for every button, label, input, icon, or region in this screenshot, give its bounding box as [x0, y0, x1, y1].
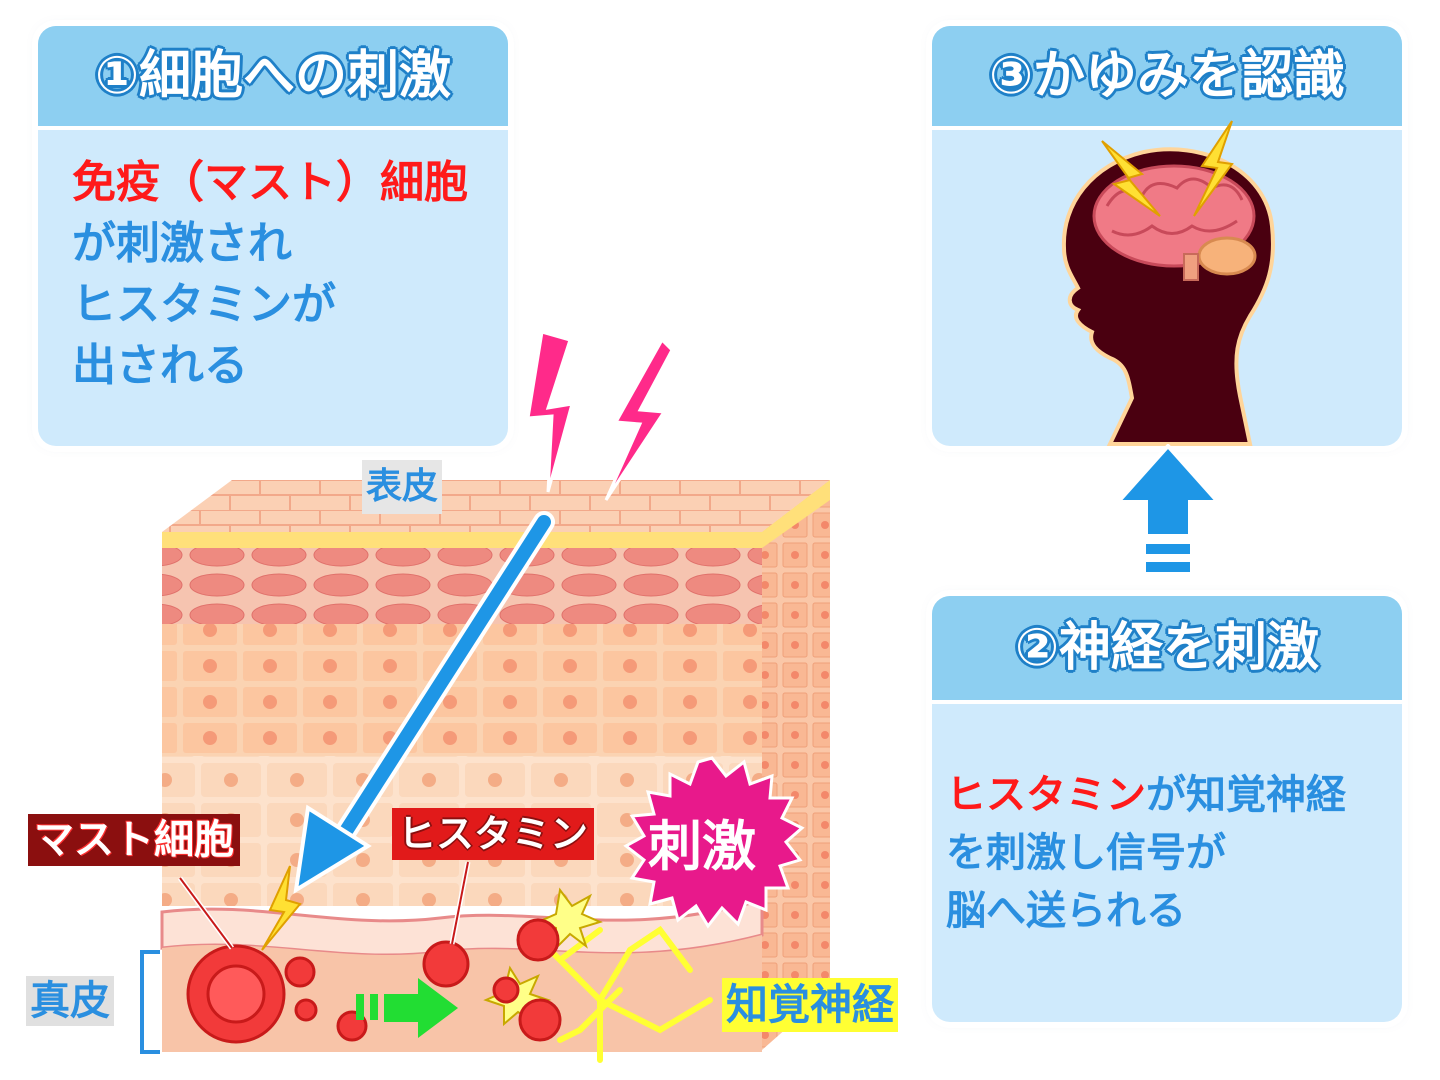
head-brain-illustration — [1061, 120, 1275, 446]
mast-cell-label: マスト細胞 — [28, 814, 240, 866]
step3-title: ③かゆみを認識 — [988, 46, 1346, 106]
epidermis-brick-layer — [162, 624, 762, 756]
step1-panel: ①細胞への刺激 免疫（マスト）細胞 が刺激され ヒスタミンが 出される — [38, 26, 508, 446]
histamine-granules — [336, 918, 562, 1042]
basement-membrane — [160, 898, 764, 957]
step2-histamine-word: ヒスタミン — [946, 772, 1146, 818]
green-arrow-icon — [356, 978, 458, 1038]
step1-header: ①細胞への刺激 — [38, 26, 508, 130]
lightning-icon-pink-1 — [526, 330, 575, 493]
step1-line-mast-cell: 免疫（マスト）細胞 — [72, 157, 468, 208]
step1-line-2: が刺激され — [72, 218, 292, 269]
histamine-label: ヒスタミン — [392, 808, 595, 860]
epidermis-red-layer — [162, 548, 762, 624]
step2-title: ②神経を刺激 — [1014, 618, 1320, 678]
step2-line-3: 脳へ送られる — [946, 888, 1186, 934]
step3-panel: ③かゆみを認識 — [932, 26, 1402, 446]
lightning-icon-left — [1101, 140, 1161, 217]
skin-side-face — [762, 480, 830, 1050]
step2-line-1: ヒスタミンが知覚神経 — [946, 766, 1346, 824]
epidermis-label: 表皮 — [362, 460, 443, 514]
step2-panel: ②神経を刺激 ヒスタミンが知覚神経 を刺激し信号が 脳へ送られる — [932, 596, 1402, 1022]
step2-description: ヒスタミンが知覚神経 を刺激し信号が 脳へ送られる — [946, 766, 1346, 940]
spark-icon-2 — [483, 965, 552, 1027]
sensory-nerve — [537, 925, 713, 1063]
step2-header: ②神経を刺激 — [932, 596, 1402, 704]
step2-line-2: を刺激し信号が — [946, 830, 1226, 876]
spark-icon-1 — [535, 887, 603, 951]
lightning-icon-pink-2 — [604, 337, 674, 501]
lightning-icon-right — [1193, 120, 1234, 217]
step1-line-3: ヒスタミンが — [72, 279, 336, 330]
stimulus-label: 刺激 — [648, 815, 756, 878]
step1-title: ①細胞への刺激 — [94, 46, 452, 106]
dermis-layer — [162, 935, 762, 1052]
mast-lightning-icon — [261, 865, 302, 951]
dermis-bracket — [140, 950, 160, 1054]
step1-description: 免疫（マスト）細胞 が刺激され ヒスタミンが 出される — [72, 152, 468, 396]
mast-cell — [186, 944, 318, 1044]
dermis-label: 真皮 — [26, 976, 114, 1026]
skin-top-surface — [162, 480, 830, 532]
sensory-nerve-label: 知覚神経 — [722, 978, 899, 1032]
up-arrow-icon — [1113, 444, 1223, 572]
step1-line-4: 出される — [72, 340, 248, 391]
step3-header: ③かゆみを認識 — [932, 26, 1402, 130]
step2-line-1-rest: が知覚神経 — [1146, 772, 1346, 818]
